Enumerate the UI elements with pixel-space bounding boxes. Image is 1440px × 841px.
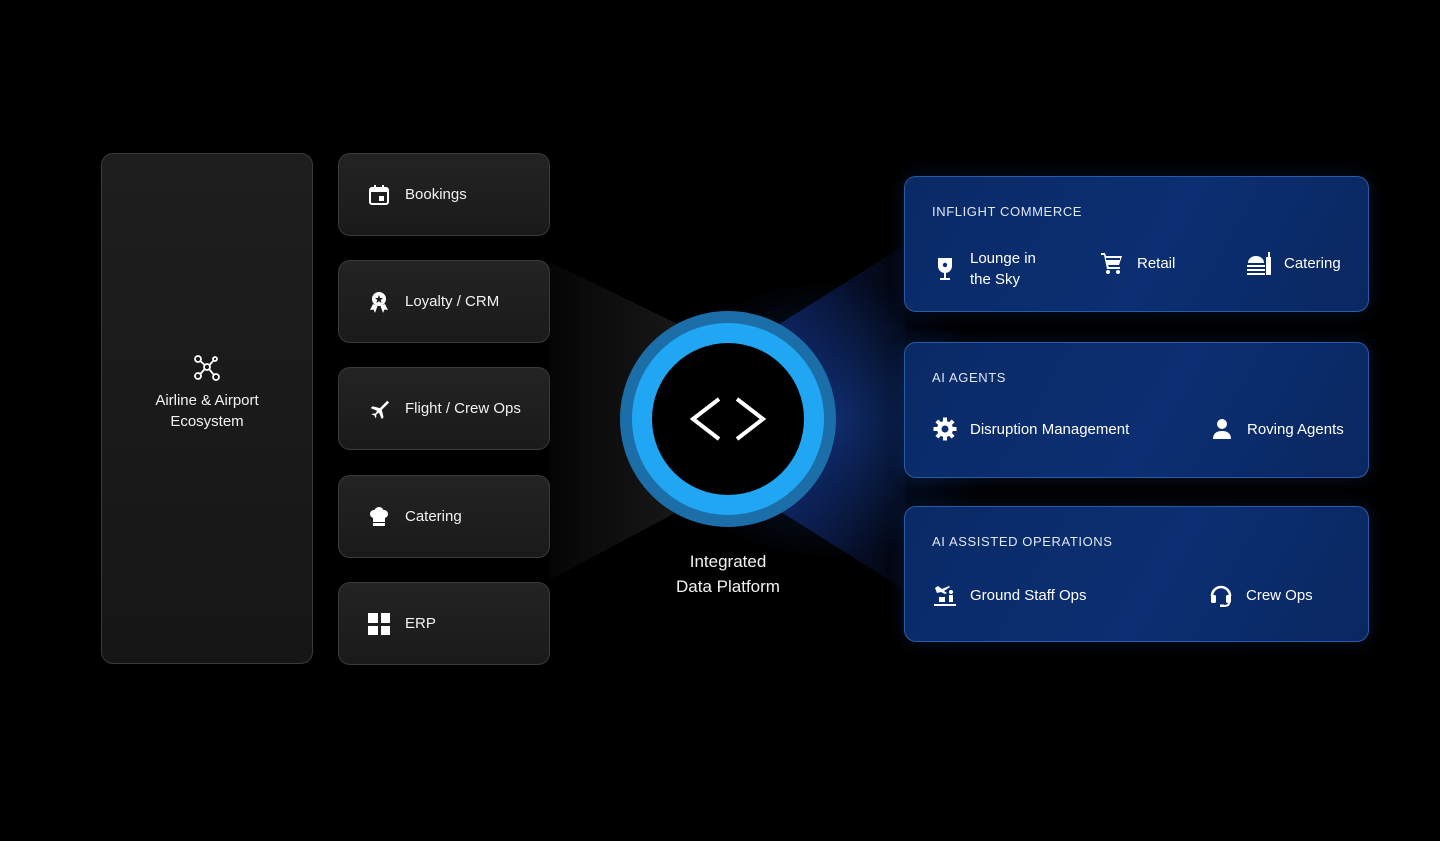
source-card-loyalty-crm[interactable]: Loyalty / CRM	[338, 260, 550, 343]
item-roving-agents[interactable]: Roving Agents	[1209, 416, 1344, 442]
source-label: Catering	[405, 508, 462, 525]
destination-title: AI ASSISTED OPERATIONS	[932, 534, 1113, 549]
item-ground-staff-ops[interactable]: Ground Staff Ops	[932, 582, 1086, 608]
source-card-catering[interactable]: Catering	[338, 475, 550, 558]
item-label: Ground Staff Ops	[970, 586, 1087, 604]
ecosystem-card: Airline & Airport Ecosystem	[101, 153, 313, 664]
item-label: Retail	[1137, 254, 1176, 272]
dashboard-grid-icon	[367, 611, 391, 636]
wine-glass-icon	[932, 256, 958, 282]
chef-hat-icon	[367, 505, 391, 529]
food-tray-icon	[1246, 250, 1272, 276]
award-badge-icon	[367, 290, 391, 314]
source-card-erp[interactable]: ERP	[338, 582, 550, 665]
source-label: ERP	[405, 615, 436, 632]
destination-title: AI AGENTS	[932, 370, 1007, 385]
hub-core	[652, 343, 804, 495]
item-label-line1: Lounge in	[970, 250, 1036, 267]
item-retail[interactable]: Retail	[1099, 250, 1175, 276]
item-label: Lounge in the Sky	[970, 248, 1036, 290]
data-platform-hub	[620, 311, 836, 527]
shopping-cart-icon	[1099, 250, 1125, 276]
person-icon	[1209, 416, 1235, 442]
hub-label-line1: Integrated	[689, 552, 767, 571]
departure-gate-icon	[932, 582, 958, 608]
gear-icon	[932, 416, 958, 442]
hub-label: Integrated Data Platform	[628, 549, 828, 599]
airplane-icon	[367, 397, 391, 421]
item-catering[interactable]: Catering	[1246, 250, 1341, 276]
item-lounge-in-the-sky[interactable]: Lounge in the Sky	[932, 248, 1036, 290]
item-label: Catering	[1284, 254, 1341, 272]
source-label: Flight / Crew Ops	[405, 400, 521, 417]
item-label: Crew Ops	[1246, 586, 1313, 604]
item-label: Roving Agents	[1247, 420, 1344, 438]
item-disruption-management[interactable]: Disruption Management	[932, 416, 1129, 442]
code-brackets-icon	[689, 397, 767, 441]
source-label: Loyalty / CRM	[405, 293, 500, 310]
source-card-bookings[interactable]: Bookings	[338, 153, 550, 236]
network-nodes-icon	[194, 354, 220, 381]
headset-icon	[1208, 582, 1234, 608]
calendar-icon	[367, 183, 391, 207]
source-label: Bookings	[405, 186, 467, 203]
destination-card-ai-assisted-operations: AI ASSISTED OPERATIONS Ground Staff Ops	[904, 506, 1369, 642]
source-card-flight-crew-ops[interactable]: Flight / Crew Ops	[338, 367, 550, 450]
destination-title: INFLIGHT COMMERCE	[932, 204, 1083, 219]
item-label: Disruption Management	[970, 420, 1130, 438]
ecosystem-label: Airline & Airport Ecosystem	[155, 391, 259, 430]
destination-card-ai-agents: AI AGENTS	[904, 342, 1369, 478]
item-crew-ops[interactable]: Crew Ops	[1208, 582, 1313, 608]
destination-card-inflight-commerce: INFLIGHT COMMERCE Lounge in the Sky	[904, 176, 1369, 312]
hub-label-line2: Data Platform	[676, 577, 780, 596]
item-label-line2: the Sky	[970, 271, 1021, 288]
